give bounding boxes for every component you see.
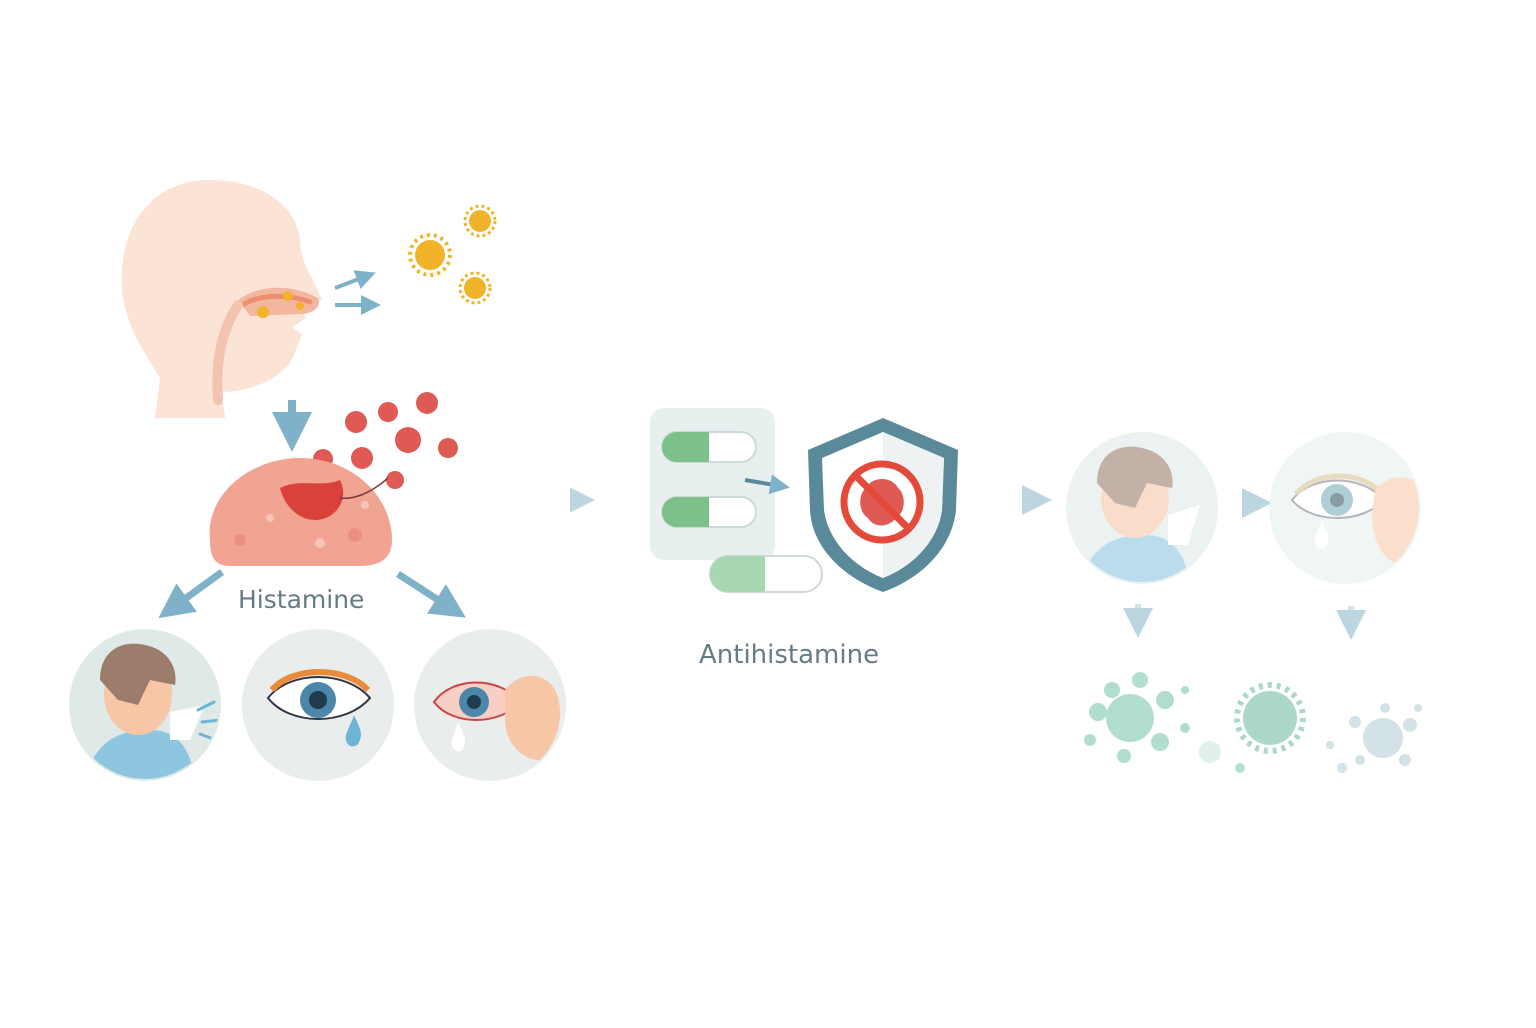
branch-arrow-right (396, 571, 466, 618)
germ-icon (1084, 672, 1422, 773)
head-icon (121, 180, 322, 418)
antihistamine-label: Antihistamine (699, 640, 879, 670)
histamine-label: Histamine (238, 585, 364, 614)
itchy-eye-icon (414, 629, 566, 781)
pollen-icon (408, 204, 497, 305)
relieved-eye-icon (1269, 432, 1421, 584)
capsule-icon (650, 408, 823, 593)
histamine-molecule-icon (313, 392, 458, 489)
blocked-allergen-icon (840, 460, 924, 544)
branch-arrow-left (158, 569, 225, 619)
relieved-person-icon (1066, 432, 1218, 584)
mast-cell-icon (209, 458, 392, 566)
sneezing-person-icon (69, 629, 221, 781)
flow-arrow-to-shield (744, 474, 790, 495)
watery-eye-icon (242, 629, 394, 781)
airflow-arrows (334, 270, 381, 315)
